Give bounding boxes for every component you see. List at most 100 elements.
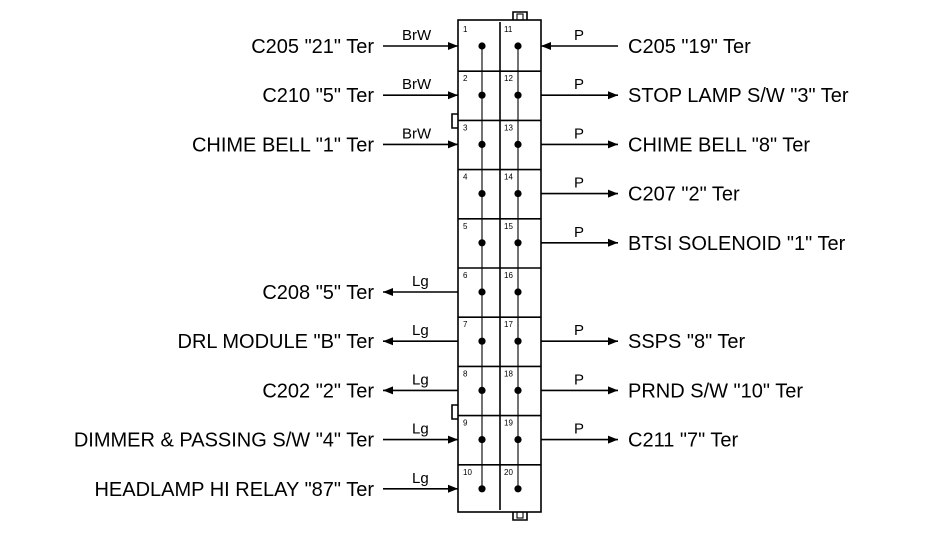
arrow-head xyxy=(608,91,618,100)
pin-number: 18 xyxy=(504,369,513,378)
arrow-head xyxy=(608,238,618,247)
wire-color-code: Lg xyxy=(412,371,429,388)
arrow-head xyxy=(383,337,393,346)
arrow-head xyxy=(448,435,458,444)
terminal-label: C211 "7" Ter xyxy=(628,430,739,452)
arrow-head xyxy=(448,42,458,50)
pin-dot xyxy=(514,288,522,296)
connector-outline xyxy=(457,19,542,513)
pin-number: 3 xyxy=(463,123,468,132)
terminal-label: C207 "2" Ter xyxy=(628,184,740,206)
pin-number: 15 xyxy=(504,222,513,231)
pin-dot xyxy=(514,190,522,198)
terminal-label: PRND S/W "10" Ter xyxy=(628,380,803,402)
pin-number: 6 xyxy=(463,271,468,280)
left-connection: CHIME BELL "1" Ter BrW xyxy=(192,125,458,156)
wire-color-code: P xyxy=(574,224,584,241)
right-connection: SSPS "8" Ter P xyxy=(541,322,746,353)
wire-color-code: Lg xyxy=(412,322,429,339)
arrow-head xyxy=(608,337,618,346)
terminal-label: C205 "19" Ter xyxy=(628,36,751,58)
wire-color-code: BrW xyxy=(402,76,432,93)
pin-number: 16 xyxy=(504,271,513,280)
left-connection: DIMMER & PASSING S/W "4" Ter Lg xyxy=(74,421,458,452)
pin-dot xyxy=(514,485,522,493)
pin-dot xyxy=(514,140,522,148)
right-connection: CHIME BELL "8" Ter P xyxy=(541,125,810,156)
pin-dot xyxy=(514,239,522,247)
pin-number: 12 xyxy=(504,74,513,83)
terminal-label: DRL MODULE "B" Ter xyxy=(178,331,375,353)
terminal-label: CHIME BELL "8" Ter xyxy=(628,134,810,156)
pin-number: 13 xyxy=(504,123,513,132)
arrow-head xyxy=(448,91,458,100)
pin-dot xyxy=(478,239,486,247)
pin-dot xyxy=(478,386,486,394)
terminal-label: HEADLAMP HI RELAY "87" Ter xyxy=(94,479,374,501)
left-connection: C208 "5" Ter Lg xyxy=(262,273,458,304)
side-key-lower xyxy=(451,404,458,420)
terminal-label: BTSI SOLENOID "1" Ter xyxy=(628,233,846,255)
pin-number: 14 xyxy=(504,173,513,182)
terminal-label: C205 "21" Ter xyxy=(251,36,374,58)
pin-number: 9 xyxy=(463,419,468,428)
wire-color-code: P xyxy=(574,76,584,93)
right-connection: C207 "2" Ter P xyxy=(541,175,740,206)
pin-number: 2 xyxy=(463,74,468,83)
terminal-label: STOP LAMP S/W "3" Ter xyxy=(628,85,849,107)
arrow-head xyxy=(383,386,393,395)
wire-color-code: Lg xyxy=(412,470,429,487)
pin-dot xyxy=(478,42,486,50)
arrow-head xyxy=(541,42,551,50)
wire-color-code: P xyxy=(574,421,584,438)
pin-number: 11 xyxy=(504,25,513,34)
wire-color-code: Lg xyxy=(412,421,429,438)
terminal-label: SSPS "8" Ter xyxy=(628,331,746,353)
arrow-head xyxy=(608,386,618,395)
arrow-head xyxy=(383,288,393,296)
right-connection: PRND S/W "10" Ter P xyxy=(541,371,803,402)
bottom-latch-slot xyxy=(516,511,524,519)
wire-color-code: P xyxy=(574,125,584,142)
left-connection: C210 "5" Ter BrW xyxy=(262,76,458,107)
right-connection: C205 "19" Ter P xyxy=(541,27,751,58)
pin-dot xyxy=(514,436,522,444)
arrow-head xyxy=(448,140,458,149)
wire-color-code: Lg xyxy=(412,273,429,290)
terminal-label: DIMMER & PASSING S/W "4" Ter xyxy=(74,430,375,452)
terminal-label: C208 "5" Ter xyxy=(262,282,374,304)
wire-color-code: P xyxy=(574,371,584,388)
pin-number: 8 xyxy=(463,369,468,378)
pin-number: 1 xyxy=(463,25,468,34)
pin-dot xyxy=(514,337,522,345)
pin-dot xyxy=(478,140,486,148)
pin-number: 5 xyxy=(463,222,468,231)
wire-color-code: P xyxy=(574,322,584,339)
wire-color-code: BrW xyxy=(402,125,432,142)
pin-number: 20 xyxy=(504,468,513,477)
pin-dot xyxy=(514,91,522,99)
pin-dot xyxy=(478,190,486,198)
terminal-label: CHIME BELL "1" Ter xyxy=(192,134,374,156)
pin-dot xyxy=(478,91,486,99)
pin-dot xyxy=(514,386,522,394)
pin-number: 17 xyxy=(504,320,513,329)
wire-color-code: P xyxy=(574,27,584,44)
pin-number: 7 xyxy=(463,320,468,329)
right-connection: C211 "7" Ter P xyxy=(541,421,739,452)
pin-dot xyxy=(478,436,486,444)
left-connection: C205 "21" Ter BrW xyxy=(251,27,458,58)
pin-number: 19 xyxy=(504,419,513,428)
wire-color-code: P xyxy=(574,175,584,192)
side-key-upper xyxy=(451,113,458,129)
arrow-head xyxy=(608,435,618,444)
bottom-latch xyxy=(512,512,528,521)
wire-color-code: BrW xyxy=(402,27,432,44)
top-latch-slot xyxy=(516,13,524,21)
terminal-label: C210 "5" Ter xyxy=(262,85,374,107)
pin-dot xyxy=(478,485,486,493)
right-connection: BTSI SOLENOID "1" Ter P xyxy=(541,224,846,255)
arrow-head xyxy=(608,140,618,149)
